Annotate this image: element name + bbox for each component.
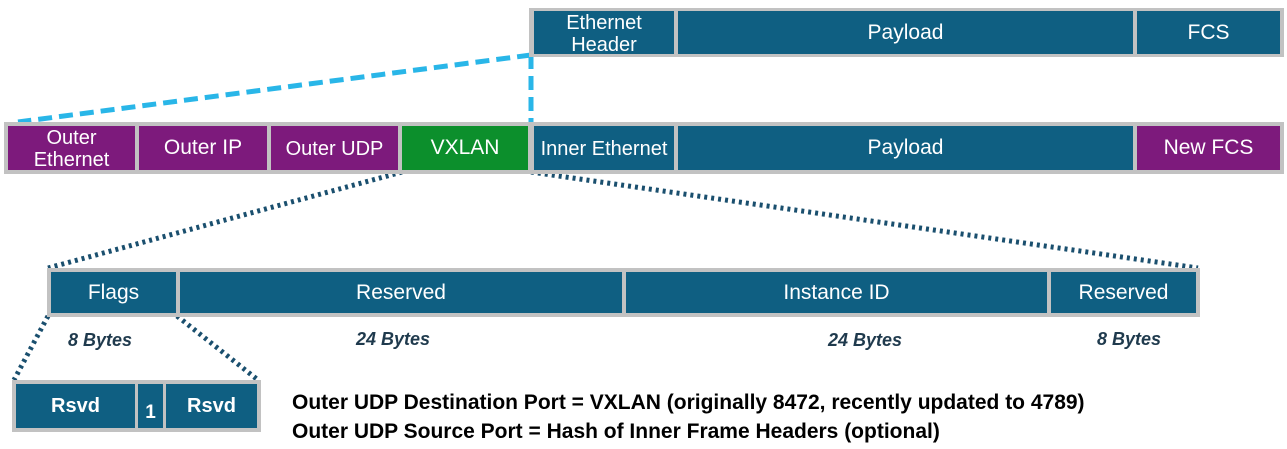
dotted-line-flags-right (175, 314, 260, 382)
instance-id-bytes-label: 24 Bytes (828, 330, 903, 350)
outer-udp-cell: Outer UDP (271, 126, 398, 170)
ethernet-header-cell: Ethernet Header (534, 11, 674, 54)
instance-id-cell: Instance ID (626, 272, 1047, 313)
reserved-1-bytes-label: 24 Bytes (356, 329, 431, 349)
new-fcs-cell: New FCS (1137, 126, 1280, 170)
inner-ethernet-cell: Inner Ethernet (534, 126, 674, 170)
vxlan-cell: VXLAN (402, 126, 528, 170)
inner-payload-cell: Payload (678, 126, 1133, 170)
dotted-line-flags-left (11, 314, 51, 382)
dotted-line-vxlan-right (530, 169, 1199, 271)
reserved-2-bytes-label: 8 Bytes (1097, 329, 1162, 349)
udp-source-port-note: Outer UDP Source Port = Hash of Inner Fr… (292, 420, 940, 443)
flags-bytes-label: 8 Bytes (68, 330, 133, 350)
flags-cell: Flags (51, 272, 176, 313)
outer-ethernet-cell: Outer Ethernet (8, 126, 135, 170)
reserved-cell-2: Reserved (1051, 272, 1196, 313)
flag-bit-cell: 1 (138, 384, 163, 428)
dashed-line-outer-left (17, 52, 532, 125)
encapsulation-dashed-lines (17, 52, 534, 125)
payload-cell: Payload (678, 11, 1133, 54)
reserved-cell-1: Reserved (180, 272, 622, 313)
rsvd-cell-1: Rsvd (16, 384, 135, 428)
rsvd-cell-2: Rsvd (166, 384, 257, 428)
udp-destination-port-note: Outer UDP Destination Port = VXLAN (orig… (292, 391, 1085, 414)
dotted-line-vxlan-left (47, 169, 403, 271)
outer-ip-cell: Outer IP (139, 126, 267, 170)
zoom-dotted-lines (11, 169, 1199, 382)
fcs-cell: FCS (1137, 11, 1280, 54)
